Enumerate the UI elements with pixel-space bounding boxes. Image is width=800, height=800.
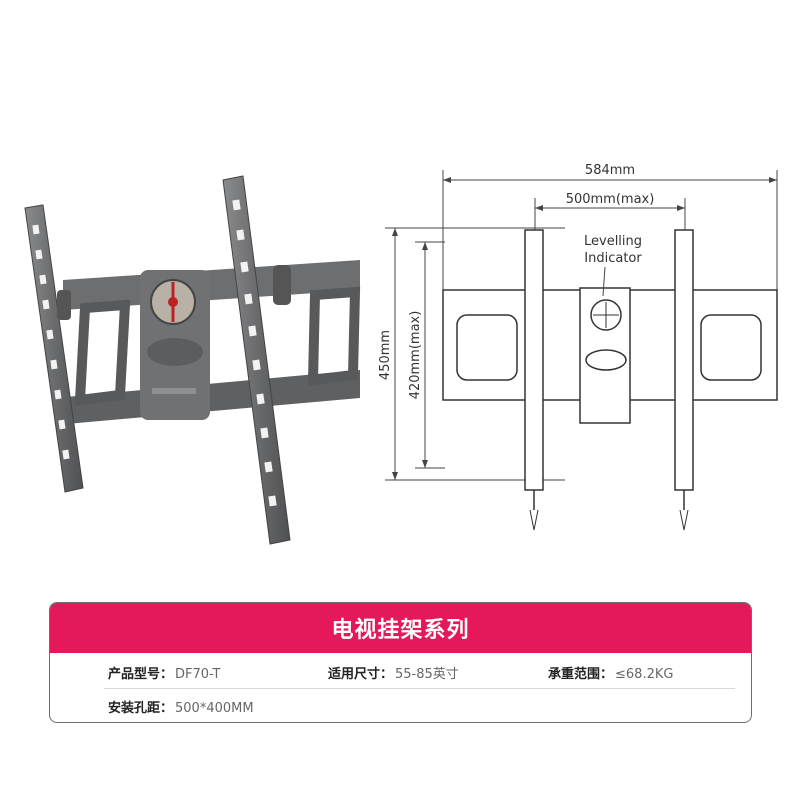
spec-value: DF70-T	[175, 666, 221, 682]
spec-card: 电视挂架系列 产品型号： DF70-T 适用尺寸： 55-85英寸 承重范围： …	[49, 602, 752, 723]
overall-height-label: 450mm	[378, 330, 393, 380]
mount-photo	[24, 175, 361, 545]
card-title: 电视挂架系列	[50, 603, 751, 653]
spec-value: 55-85英寸	[395, 666, 459, 682]
spec-hole-spacing: 安装孔距： 500*400MM	[108, 697, 254, 716]
product-figure: 584mm 500mm(max) Levelling Indicator 450…	[24, 163, 778, 545]
wall-plate	[55, 260, 361, 425]
spec-label: 适用尺寸：	[328, 666, 394, 682]
left-arm	[24, 204, 84, 493]
spec-value: 500*400MM	[175, 700, 254, 716]
dimension-drawing: 584mm 500mm(max) Levelling Indicator 450…	[378, 163, 778, 531]
hole-spacing-height-label: 420mm(max)	[408, 311, 423, 400]
spec-label: 安装孔距：	[108, 700, 174, 716]
right-arm	[222, 175, 291, 545]
spec-label: 承重范围：	[548, 666, 614, 682]
indicator-label-line2: Indicator	[584, 251, 642, 266]
hole-spacing-width-label: 500mm(max)	[566, 192, 655, 207]
drawing-arms	[524, 229, 694, 531]
spec-size: 适用尺寸： 55-85英寸	[328, 663, 459, 682]
drawing-wall-plate	[442, 287, 778, 424]
spec-label: 产品型号：	[108, 666, 174, 682]
spec-row: 产品型号： DF70-T 适用尺寸： 55-85英寸 承重范围： ≤68.2KG	[50, 657, 751, 687]
spec-load: 承重范围： ≤68.2KG	[548, 663, 673, 682]
spec-value: ≤68.2KG	[615, 666, 674, 682]
spec-row: 安装孔距： 500*400MM	[50, 691, 751, 721]
spec-model: 产品型号： DF70-T	[108, 663, 220, 682]
overall-width-label: 584mm	[585, 163, 635, 178]
indicator-label-line1: Levelling	[584, 234, 642, 249]
spec-divider	[104, 688, 735, 689]
